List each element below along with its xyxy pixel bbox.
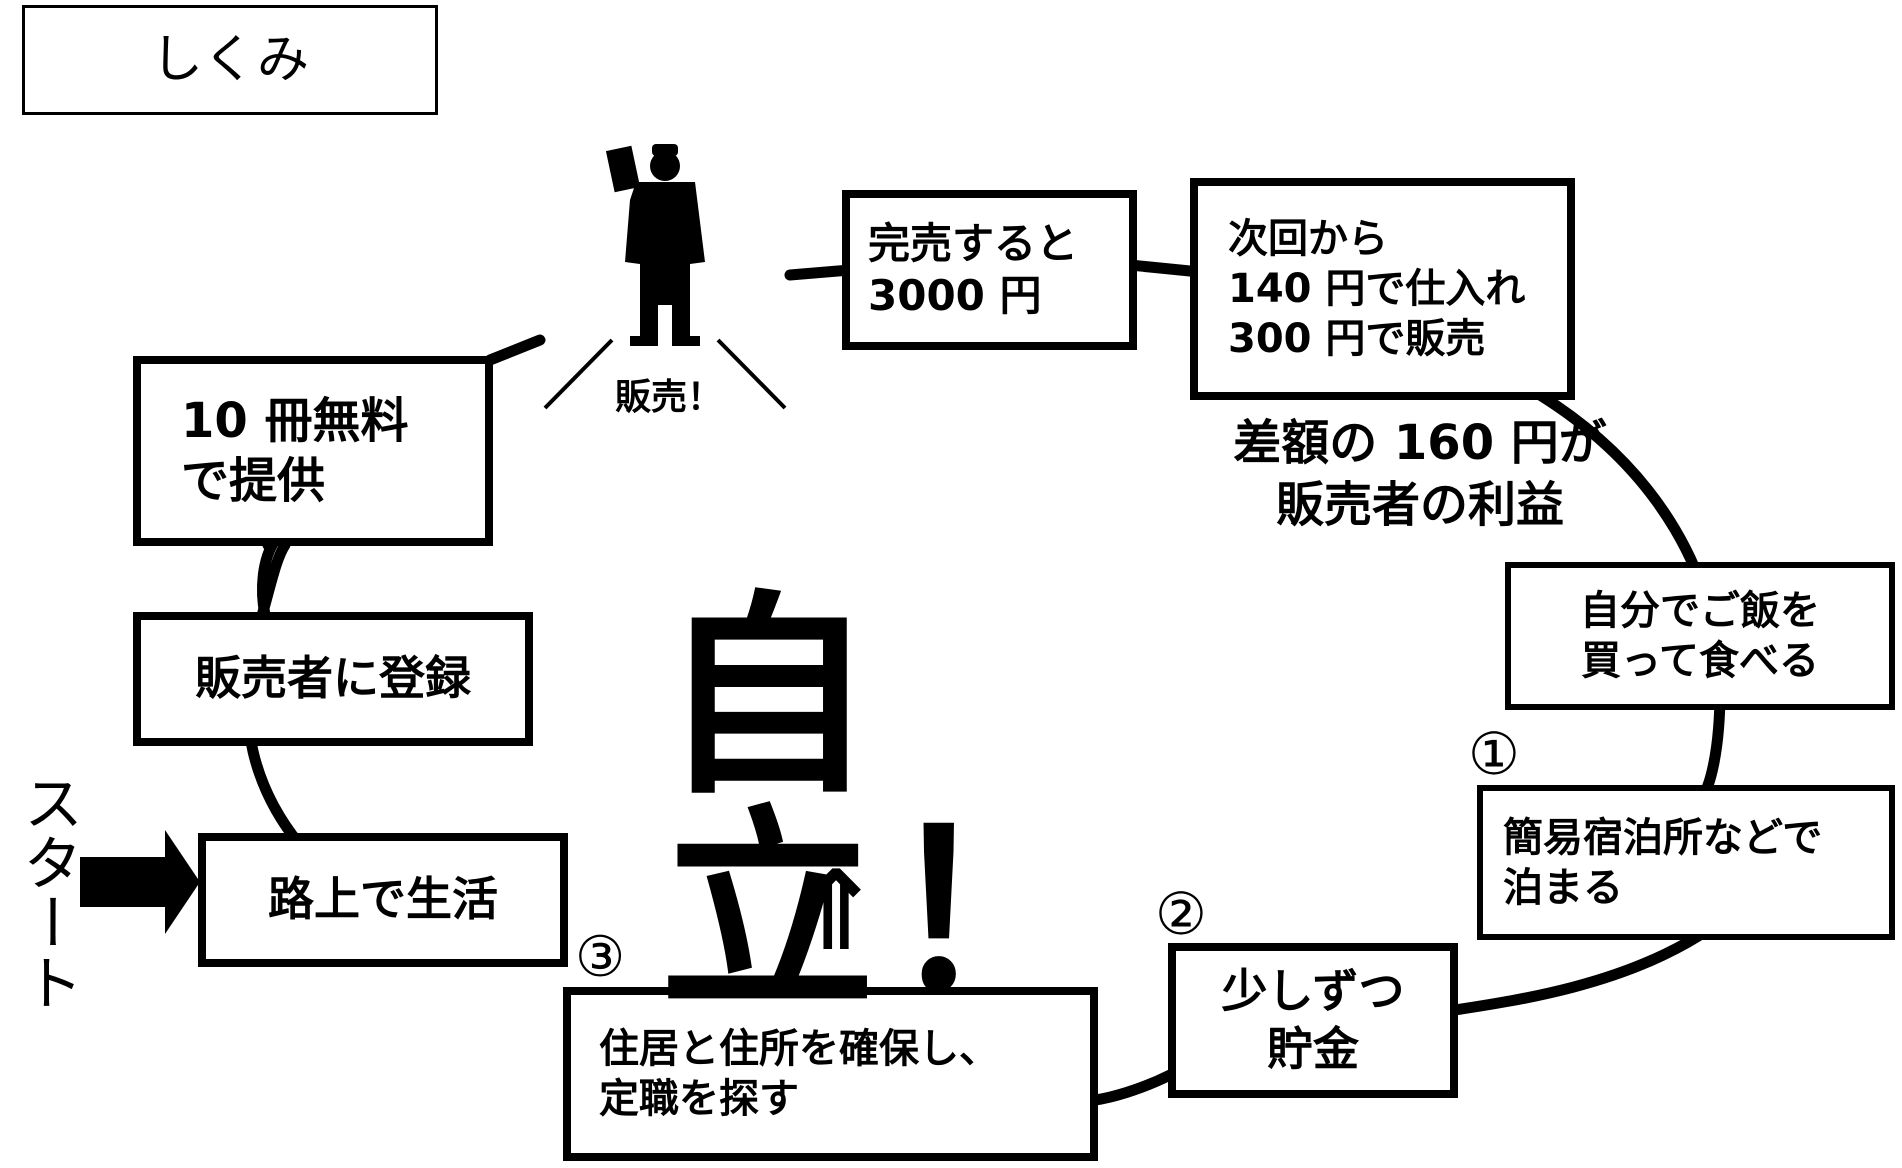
seller-silhouette-icon xyxy=(605,144,705,346)
up-arrow-icon: ⇑ xyxy=(790,847,883,975)
profit-note: 差額の 160 円が 販売者の利益 xyxy=(1233,415,1607,534)
step-lodging: 簡易宿泊所などで 泊まる xyxy=(1477,785,1895,940)
step-street-life: 路上で生活 xyxy=(198,833,568,967)
cycle-arc-upper-left xyxy=(484,334,546,366)
cycle-arc-top xyxy=(784,264,856,281)
cycle-arc-top-right xyxy=(1124,259,1206,278)
title-box: しくみ xyxy=(22,5,438,115)
step-save: 少しずつ 貯金 xyxy=(1168,943,1458,1098)
step-next-time: 次回から 140 円で仕入れ 300 円で販売 xyxy=(1190,178,1575,400)
step-free-copies: 10 冊無料 で提供 xyxy=(133,356,493,546)
seller-label: 販売！ xyxy=(615,377,724,418)
step-housing: 住居と住所を確保し、 定職を探す xyxy=(563,987,1098,1161)
cycle-arc-lower-right xyxy=(1449,929,1706,1016)
step-sold-out: 完売すると 3000 円 xyxy=(842,190,1137,350)
marker-one: ① xyxy=(1468,720,1520,788)
step-buy-food: 自分でご飯を 買って食べる xyxy=(1505,562,1895,710)
marker-three: ③ xyxy=(575,925,626,990)
center-heading: 自立！ xyxy=(660,572,1110,1038)
step-register-seller: 販売者に登録 xyxy=(133,612,533,746)
start-arrow-icon xyxy=(80,830,200,934)
cycle-arc-bottom xyxy=(1089,1069,1176,1106)
start-label: スタート xyxy=(13,772,83,1012)
marker-two: ② xyxy=(1155,880,1207,948)
seller-rays xyxy=(543,338,787,410)
